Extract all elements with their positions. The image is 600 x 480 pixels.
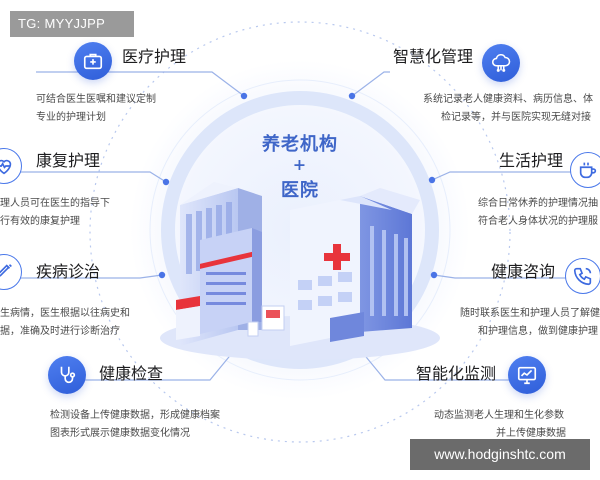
watermark-url: www.hodginshtc.com <box>410 439 590 470</box>
service-desc-smart-management-1: 系统记录老人健康资料、病历信息、体 <box>423 94 593 105</box>
service-title-daily-care: 生活护理 <box>499 151 564 170</box>
service-desc-daily-care-1: 综合日常休养的护理情况抽 <box>478 198 598 209</box>
cup-icon <box>570 152 600 188</box>
service-desc-diagnosis-1: 生病情，医生根据以往病史和 <box>0 308 130 319</box>
service-title-diagnosis: 疾病诊治 <box>36 262 101 281</box>
connector-monitoring <box>361 351 520 381</box>
connector-rehab-care <box>0 171 167 183</box>
outer-dashed-ring <box>89 21 511 443</box>
elder-care-building <box>176 182 262 346</box>
phone-icon <box>565 258 600 294</box>
service-desc-medical-care-2: 专业的护理计划 <box>36 112 106 123</box>
center-title-line2: 医院 <box>281 180 319 201</box>
service-desc-monitoring-2: 并上传健康数据 <box>496 428 566 439</box>
connector-smart-management <box>351 71 390 97</box>
connector-consultation <box>433 274 600 279</box>
red-cross-icon <box>324 244 350 270</box>
center-title-line1: 养老机构 <box>262 134 338 155</box>
small-vehicle <box>247 305 285 337</box>
inner-ring <box>161 91 439 369</box>
hospital-building <box>290 188 420 346</box>
connector-dot <box>428 176 436 184</box>
service-desc-diagnosis-2: 据，准确及时进行诊断治疗 <box>0 326 120 337</box>
service-desc-checkup-1: 检测设备上传健康数据，形成健康档案 <box>50 410 220 421</box>
connector-daily-care <box>431 171 600 181</box>
service-desc-daily-care-2: 符合老人身体状况的护理服 <box>478 216 598 227</box>
monitor-chart-icon <box>508 356 546 394</box>
service-title-medical-care: 医疗护理 <box>122 47 187 66</box>
service-desc-monitoring-1: 动态监测老人生理和生化参数 <box>434 410 564 421</box>
service-desc-smart-management-2: 检记录等，并与医院实现无缝对接 <box>441 112 591 123</box>
connector-dot <box>348 92 356 100</box>
service-title-smart-management: 智慧化管理 <box>393 47 474 66</box>
connector-dot <box>430 271 438 279</box>
center-plus: + <box>292 155 308 174</box>
service-desc-consultation-2: 和护理信息，做到健康护理 <box>478 326 598 337</box>
service-title-monitoring: 智能化监测 <box>416 364 497 383</box>
service-title-consultation: 健康咨询 <box>491 262 556 281</box>
medical-kit-icon <box>74 42 112 80</box>
service-title-rehab-care: 康复护理 <box>36 151 101 170</box>
connector-dot <box>162 178 170 186</box>
service-desc-checkup-2: 图表形式展示健康数据变化情况 <box>50 428 190 439</box>
watermark-tag: TG: MYYJJPP <box>10 11 134 37</box>
cloud-network-icon <box>482 44 520 82</box>
service-desc-consultation-1: 随时联系医生和护理人员了解健 <box>460 308 600 319</box>
connector-checkup <box>60 351 234 381</box>
connector-dot <box>158 271 166 279</box>
heartbeat-icon <box>0 148 22 184</box>
connector-dot <box>240 92 248 100</box>
service-desc-rehab-care-2: 行有效的康复护理 <box>0 216 80 227</box>
stethoscope-icon <box>48 356 86 394</box>
service-desc-medical-care-1: 可结合医生医嘱和建议定制 <box>36 94 156 105</box>
connector-diagnosis <box>0 274 163 279</box>
service-title-checkup: 健康检查 <box>99 364 164 383</box>
service-desc-rehab-care-1: 理人员可在医生的指导下 <box>0 198 110 209</box>
